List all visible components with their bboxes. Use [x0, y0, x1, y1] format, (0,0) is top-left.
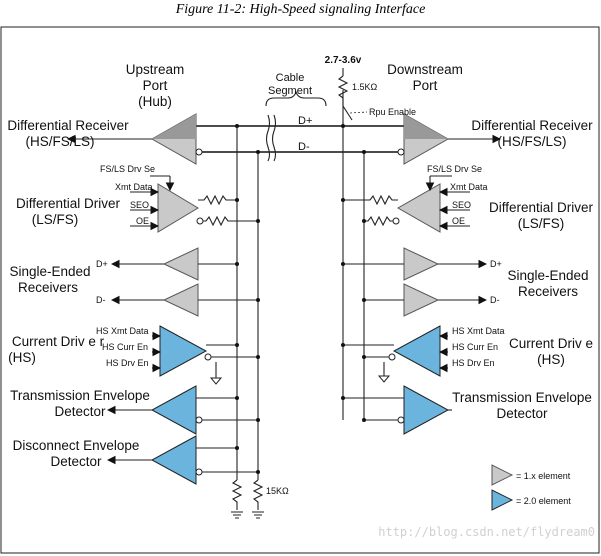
right-fsls-drv-se-label: FS/LS Drv Se: [427, 164, 482, 174]
left-disconnect-detector-triangle-icon: [150, 435, 197, 485]
left-transmission-label-2: Detector: [54, 404, 106, 419]
left-disconnect-detector: [106, 435, 258, 485]
left-current-driver-label-1: Current Driv e r: [12, 334, 105, 349]
right-transmission-detector-triangle-icon: [403, 385, 450, 435]
left-single-ended-label-2: Receivers: [18, 280, 78, 295]
figure-title: Figure 11-2: High-Speed signaling Interf…: [175, 2, 426, 17]
right-transmission-label-2: Detector: [496, 406, 548, 421]
legend: = 1.x element = 2.0 element: [491, 464, 571, 511]
left-transmission-detector: [106, 385, 258, 435]
pulldown-resistor-label: 15KΩ: [266, 486, 289, 496]
left-current-driver-label-2: (HS): [8, 350, 36, 365]
left-diff-driver-label-1: Differential Driver: [16, 196, 121, 211]
left-current-driver-triangle-icon: [159, 325, 208, 377]
left-disconnect-label-2: Detector: [50, 454, 102, 469]
right-hs-drv-en-label: HS Drv En: [452, 358, 495, 368]
left-se-dminus-label: D-: [96, 295, 106, 305]
right-diff-driver: [343, 175, 470, 233]
rpu-enable-label: Rpu Enable: [369, 107, 416, 117]
bus-dminus-label: D-: [298, 141, 310, 153]
pulldown-resistor-dplus-icon: [231, 479, 243, 519]
left-se-receiver-dminus-triangle-icon: [162, 283, 199, 317]
right-hs-xmt-data-label: HS Xmt Data: [452, 326, 505, 336]
left-series-resistor-dminus-icon: [203, 215, 258, 227]
upstream-label-3: (Hub): [138, 94, 172, 109]
left-diff-receiver: [66, 113, 203, 165]
bus-lines: [196, 90, 404, 162]
left-xmt-data-label: Xmt Data: [115, 182, 153, 192]
right-diff-receiver-label-1: Differential Receiver: [471, 118, 593, 133]
left-hs-drv-en-label: HS Drv En: [106, 358, 149, 368]
pullup-resistor-icon: [337, 75, 349, 99]
left-rails: [236, 126, 259, 480]
right-se-receiver-dplus-triangle-icon: [403, 247, 440, 281]
figure-frame: [0, 26, 600, 554]
left-seo-label: SEO: [130, 200, 149, 210]
right-xmt-data-label: Xmt Data: [450, 182, 488, 192]
right-hs-curr-en-label: HS Curr En: [452, 342, 498, 352]
right-diff-driver-label-2: (LS/FS): [518, 216, 565, 231]
right-current-driver-triangle-icon: [392, 325, 441, 377]
left-diff-receiver-label-1: Differential Receiver: [7, 118, 129, 133]
pullup-resistor-label: 1.5KΩ: [352, 82, 378, 92]
right-current-driver-label-1: Current Driv e: [509, 336, 593, 351]
legend-blue-label: = 2.0 element: [516, 496, 571, 506]
cable-label-1: Cable: [276, 72, 305, 84]
cable-label-2: Segment: [268, 85, 312, 97]
supply-voltage: 2.7-3.6v: [325, 55, 362, 66]
right-oe-label: OE: [452, 216, 465, 226]
pulldown-resistor-dminus-icon: [252, 479, 264, 519]
right-seo-label: SEO: [452, 200, 471, 210]
left-diff-driver: [130, 175, 258, 233]
right-transmission-detector: [343, 385, 452, 435]
left-current-driver: [152, 325, 258, 385]
right-series-resistor-dplus-icon: [343, 194, 398, 206]
right-diff-driver-label-1: Differential Driver: [489, 200, 594, 215]
junction-dots: [235, 124, 366, 474]
right-transmission-label-1: Transmission Envelope: [452, 390, 592, 405]
downstream-label-1: Downstream: [387, 62, 463, 77]
right-diff-receiver-label-2: (HS/FS/LS): [497, 134, 566, 149]
left-single-ended-receivers: [110, 247, 258, 317]
left-se-receiver-dplus-triangle-icon: [162, 247, 199, 281]
downstream-label-2: Port: [413, 78, 438, 93]
left-disconnect-label-1: Disconnect Envelope: [13, 438, 140, 453]
upstream-label-2: Port: [143, 78, 168, 93]
legend-blue-triangle-icon: [491, 489, 514, 511]
cable-brace: [265, 90, 327, 107]
right-current-driver: [343, 325, 448, 383]
right-single-ended-label-1: Single-Ended: [507, 268, 588, 283]
left-hs-xmt-data-label: HS Xmt Data: [96, 326, 149, 336]
left-series-resistor-dplus-icon: [198, 194, 237, 206]
left-transmission-detector-triangle-icon: [150, 385, 197, 435]
right-single-ended-receivers: [343, 247, 488, 317]
legend-gray-triangle-icon: [491, 464, 514, 486]
left-oe-label: OE: [136, 216, 149, 226]
right-series-resistor-dminus-icon: [364, 215, 393, 227]
right-se-receiver-dminus-triangle-icon: [403, 283, 440, 317]
left-diff-receiver-label-2: (HS/FS/LS): [25, 134, 94, 149]
cable-break-mark: [265, 114, 277, 162]
left-single-ended-label-1: Single-Ended: [9, 264, 90, 279]
left-transmission-label-1: Transmission Envelope: [10, 388, 150, 403]
bus-dplus-label: D+: [298, 115, 312, 127]
right-current-driver-label-2: (HS): [537, 352, 565, 367]
right-rails: [342, 90, 365, 420]
left-hs-curr-en-label: HS Curr En: [102, 342, 148, 352]
right-se-dminus-label: D-: [490, 295, 500, 305]
left-se-dplus-label: D+: [96, 259, 108, 269]
labels: Upstream Port (Hub) Downstream Port Cabl…: [7, 55, 595, 539]
right-single-ended-label-2: Receivers: [518, 284, 578, 299]
pulldown-network: [231, 479, 264, 519]
left-diff-driver-label-2: (LS/FS): [32, 212, 79, 227]
left-fsls-drv-se-label: FS/LS Drv Se: [100, 164, 155, 174]
left-diff-driver-triangle-icon: [157, 183, 199, 233]
right-diff-driver-triangle-icon: [396, 183, 441, 233]
watermark: http://blog.csdn.net/flydream0: [378, 525, 595, 539]
right-se-dplus-label: D+: [490, 259, 502, 269]
upstream-label-1: Upstream: [126, 62, 185, 77]
legend-gray-label: = 1.x element: [516, 471, 571, 481]
right-diff-receiver: [397, 113, 502, 165]
